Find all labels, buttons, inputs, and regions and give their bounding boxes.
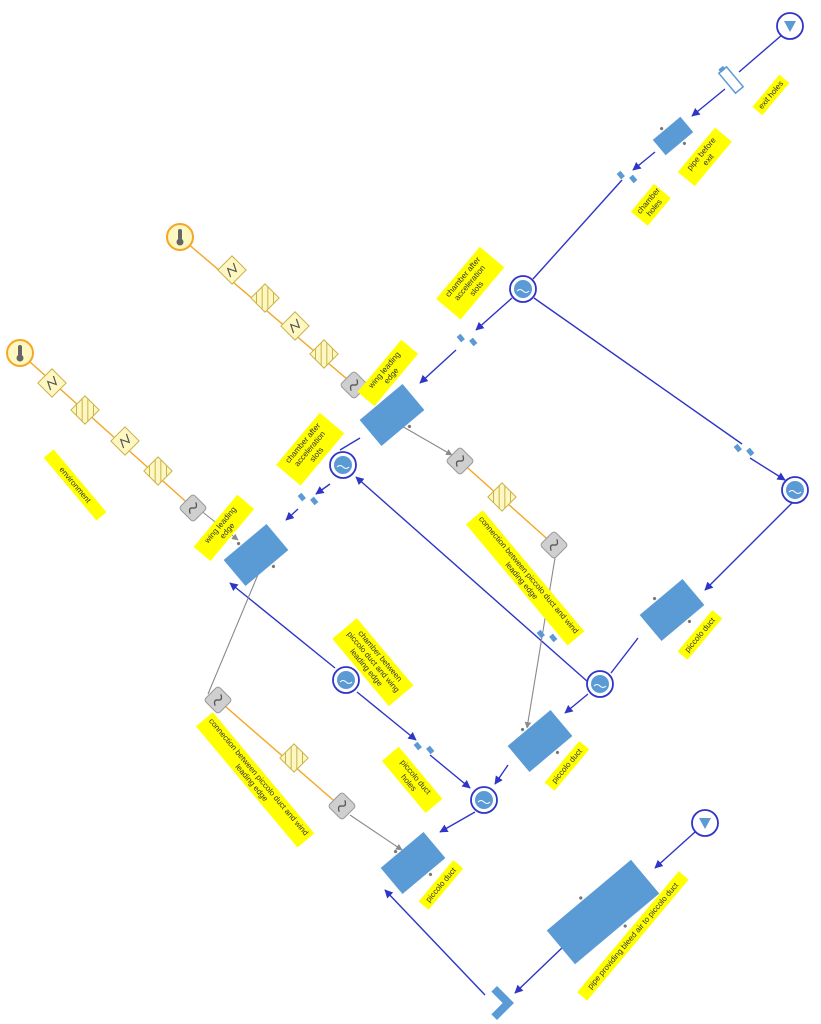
flow-line bbox=[384, 889, 486, 996]
thermal-elements bbox=[37, 255, 517, 773]
orifice-icon[interactable] bbox=[456, 329, 478, 351]
pipe-bleed-air[interactable] bbox=[544, 856, 662, 967]
connector-line bbox=[399, 424, 453, 456]
thermal-conductor-icon[interactable] bbox=[70, 395, 100, 425]
orifice-icon[interactable] bbox=[616, 166, 638, 188]
thermal-line bbox=[217, 699, 341, 807]
flow-line bbox=[749, 457, 786, 481]
flow-lines bbox=[229, 27, 793, 996]
volume-node-icon[interactable] bbox=[329, 451, 357, 479]
flow-line bbox=[564, 693, 589, 714]
convection-port-icon[interactable] bbox=[179, 494, 207, 522]
thermometer-icon[interactable] bbox=[6, 339, 34, 367]
orifices bbox=[297, 166, 755, 759]
flow-line bbox=[704, 502, 793, 591]
flow-line bbox=[514, 944, 566, 994]
orifice-icon[interactable] bbox=[297, 488, 319, 510]
connector-line bbox=[207, 564, 263, 695]
flow-line bbox=[494, 764, 509, 785]
volume-node-icon[interactable] bbox=[509, 275, 537, 303]
flow-line bbox=[475, 297, 513, 331]
orifice-icon[interactable] bbox=[733, 439, 755, 461]
pipe-piccolo-duct-right[interactable] bbox=[637, 575, 708, 644]
flow-line bbox=[439, 811, 476, 833]
flow-line bbox=[610, 637, 639, 674]
pipe-piccolo-duct-mid[interactable] bbox=[505, 706, 576, 775]
flow-line bbox=[533, 297, 743, 445]
volume-nodes bbox=[329, 275, 809, 814]
thermal-conductor-icon[interactable] bbox=[250, 283, 280, 313]
volume-node-icon[interactable] bbox=[781, 476, 809, 504]
convection-port-icon[interactable] bbox=[540, 531, 568, 559]
thermal-resistor-icon[interactable] bbox=[280, 311, 310, 341]
pipe-before-exit[interactable] bbox=[650, 113, 696, 159]
thermal-conductor-icon[interactable] bbox=[487, 482, 517, 512]
convection-ports bbox=[179, 371, 568, 820]
exit-orifice-icon[interactable] bbox=[717, 65, 745, 95]
flow-line bbox=[315, 483, 331, 495]
flow-line bbox=[339, 437, 361, 451]
flow-line bbox=[229, 582, 336, 669]
thermal-resistor-icon[interactable] bbox=[110, 426, 140, 456]
flow-line bbox=[356, 691, 417, 741]
flow-line bbox=[355, 476, 589, 683]
flow-line bbox=[691, 88, 726, 117]
pressure-boundary-icon[interactable] bbox=[776, 12, 804, 40]
orifice-icon[interactable] bbox=[413, 737, 435, 759]
volume-node-icon[interactable] bbox=[332, 666, 360, 694]
connector-line bbox=[524, 557, 556, 729]
volume-node-icon[interactable] bbox=[470, 786, 498, 814]
flow-line bbox=[285, 508, 299, 521]
convection-port-icon[interactable] bbox=[328, 792, 356, 820]
flow-line bbox=[532, 179, 623, 280]
pipe-wing-leading-edge-left[interactable] bbox=[221, 520, 292, 589]
thermal-conductor-icon[interactable] bbox=[309, 339, 339, 369]
pipes bbox=[221, 113, 708, 967]
flow-line bbox=[632, 151, 656, 171]
orifice-icon[interactable] bbox=[536, 625, 558, 647]
flow-line bbox=[419, 349, 457, 384]
convection-port-icon[interactable] bbox=[446, 447, 474, 475]
thermal-resistor-icon[interactable] bbox=[37, 368, 67, 398]
thermometer-icon[interactable] bbox=[166, 223, 194, 251]
convection-port-icon[interactable] bbox=[204, 686, 232, 714]
flow-line bbox=[429, 754, 471, 789]
volume-node-icon[interactable] bbox=[586, 670, 614, 698]
pipe-piccolo-duct-bottom[interactable] bbox=[378, 828, 449, 897]
pressure-boundary-icon[interactable] bbox=[691, 809, 719, 837]
connector-line bbox=[349, 814, 403, 851]
thermal-conductor-icon[interactable] bbox=[279, 743, 309, 773]
junction-chevron-icon[interactable] bbox=[480, 986, 514, 1020]
thermal-resistor-icon[interactable] bbox=[217, 255, 247, 285]
thermal-conductor-icon[interactable] bbox=[143, 456, 173, 486]
